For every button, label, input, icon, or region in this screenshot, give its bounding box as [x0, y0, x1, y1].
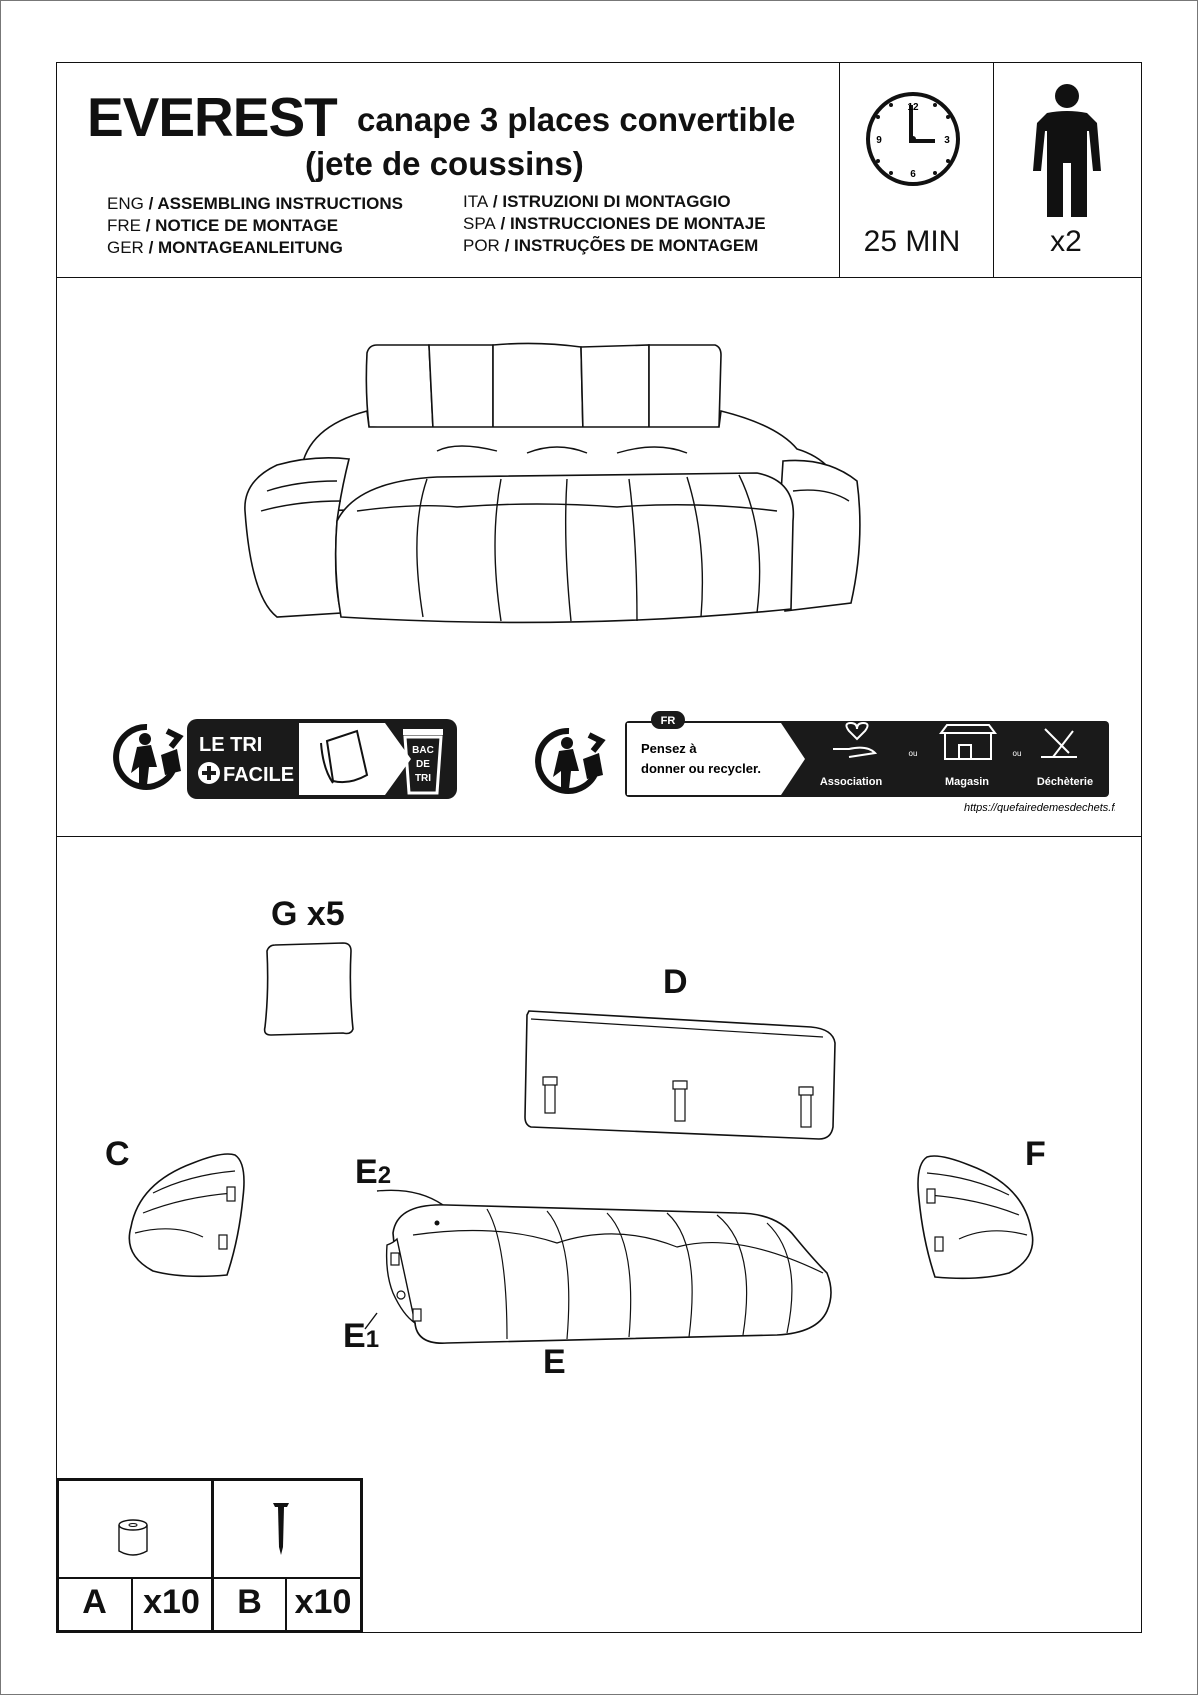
dechetterie-icon — [1041, 728, 1077, 758]
recycling-url: https://quefairedemesdechets.fr — [964, 802, 1115, 813]
info-tri-logo: FR Pensez à donner ou recycler. ou ou As… — [535, 711, 1115, 813]
part-f-label: F — [1025, 1135, 1046, 1173]
header-divider — [57, 277, 1141, 278]
option-magasin: Magasin — [945, 776, 989, 788]
language-list-right: ITA / ISTRUZIONI DI MONTAGGIO SPA / INST… — [463, 191, 766, 257]
triman-le-tri-logo: BAC DE TRI LE TRI FACILE — [113, 719, 457, 799]
language-por: POR / INSTRUÇÕES DE MONTAGEM — [463, 236, 759, 255]
section-divider — [57, 836, 1141, 837]
hardware-col-divider — [210, 1481, 214, 1630]
bin-label-1: BAC — [412, 745, 434, 756]
product-subtitle: canape 3 places convertible — [357, 101, 796, 138]
hardware-table: A x10 B x10 — [55, 1478, 363, 1633]
part-e1-label: E1 — [343, 1317, 380, 1355]
header-col-divider-2 — [993, 63, 994, 277]
language-spa: SPA / INSTRUCCIONES DE MONTAJE — [463, 214, 766, 233]
triman-icon — [113, 723, 184, 790]
part-c-left-armrest — [128, 1153, 245, 1278]
hardware-a-qty: x10 — [143, 1583, 200, 1621]
instruction-frame: EVEREST canape 3 places convertible (jet… — [55, 62, 1142, 1633]
facile-text: FACILE — [223, 764, 294, 786]
product-subtitle-2: (jete de coussins) — [305, 145, 584, 182]
le-tri-text: LE TRI — [199, 734, 262, 756]
product-name: EVEREST — [87, 86, 338, 148]
part-c-label: C — [105, 1135, 130, 1173]
hardware-b-qty: x10 — [294, 1583, 352, 1621]
hardware-sub-divider-1 — [130, 1577, 133, 1630]
language-fre: FRE / NOTICE DE MONTAGE — [107, 216, 339, 235]
part-e2-label: E2 — [355, 1153, 392, 1191]
language-ger: GER / MONTAGEANLEITUNG — [107, 238, 343, 257]
part-g-cushion — [263, 942, 354, 1036]
heart-hand-icon — [845, 721, 869, 741]
header-col-divider-1 — [839, 63, 840, 277]
paper-icon — [325, 729, 369, 784]
part-g-label: G x5 — [271, 895, 345, 933]
clock-number-3: 3 — [944, 135, 950, 146]
clock-icon: 12 3 6 9 — [866, 92, 960, 186]
fr-badge: FR — [661, 715, 676, 727]
hardware-row-divider — [58, 1577, 360, 1579]
or-word-1: ou — [909, 749, 918, 758]
part-e-label: E — [543, 1343, 566, 1381]
option-association: Association — [820, 776, 883, 788]
part-d-backrest — [524, 1010, 836, 1140]
bin-label-3: TRI — [415, 773, 431, 784]
clock-number-6: 6 — [910, 169, 916, 180]
spacer-icon — [117, 1519, 148, 1556]
assembled-sofa-illustration — [244, 342, 861, 624]
hardware-sub-divider-2 — [284, 1577, 287, 1630]
bin-label-2: DE — [416, 759, 430, 770]
part-f-right-armrest — [917, 1155, 1034, 1280]
part-d-brackets — [542, 1076, 814, 1128]
hardware-a-letter: A — [82, 1583, 107, 1621]
part-d-label: D — [663, 963, 688, 1001]
people-count: x2 — [1050, 225, 1082, 258]
clock-number-9: 9 — [876, 135, 882, 146]
language-list-left: ENG / ASSEMBLING INSTRUCTIONS FRE / NOTI… — [107, 193, 403, 259]
or-word-2: ou — [1013, 749, 1022, 758]
clock-number-12: 12 — [907, 102, 919, 113]
message-line-1: Pensez à — [641, 741, 697, 756]
language-ita: ITA / ISTRUZIONI DI MONTAGGIO — [463, 192, 731, 211]
hardware-b-letter: B — [237, 1583, 262, 1621]
person-icon — [1033, 84, 1101, 217]
option-decheterie: Déchèterie — [1037, 776, 1093, 788]
triman-icon-2 — [535, 727, 606, 794]
message-line-2: donner ou recycler. — [641, 761, 761, 776]
language-eng: ENG / ASSEMBLING INSTRUCTIONS — [107, 194, 403, 213]
part-e-seat — [364, 1189, 832, 1344]
bin-icon: BAC DE TRI — [403, 729, 443, 795]
screw-icon — [272, 1503, 289, 1555]
assembly-time: 25 MIN — [863, 225, 961, 258]
